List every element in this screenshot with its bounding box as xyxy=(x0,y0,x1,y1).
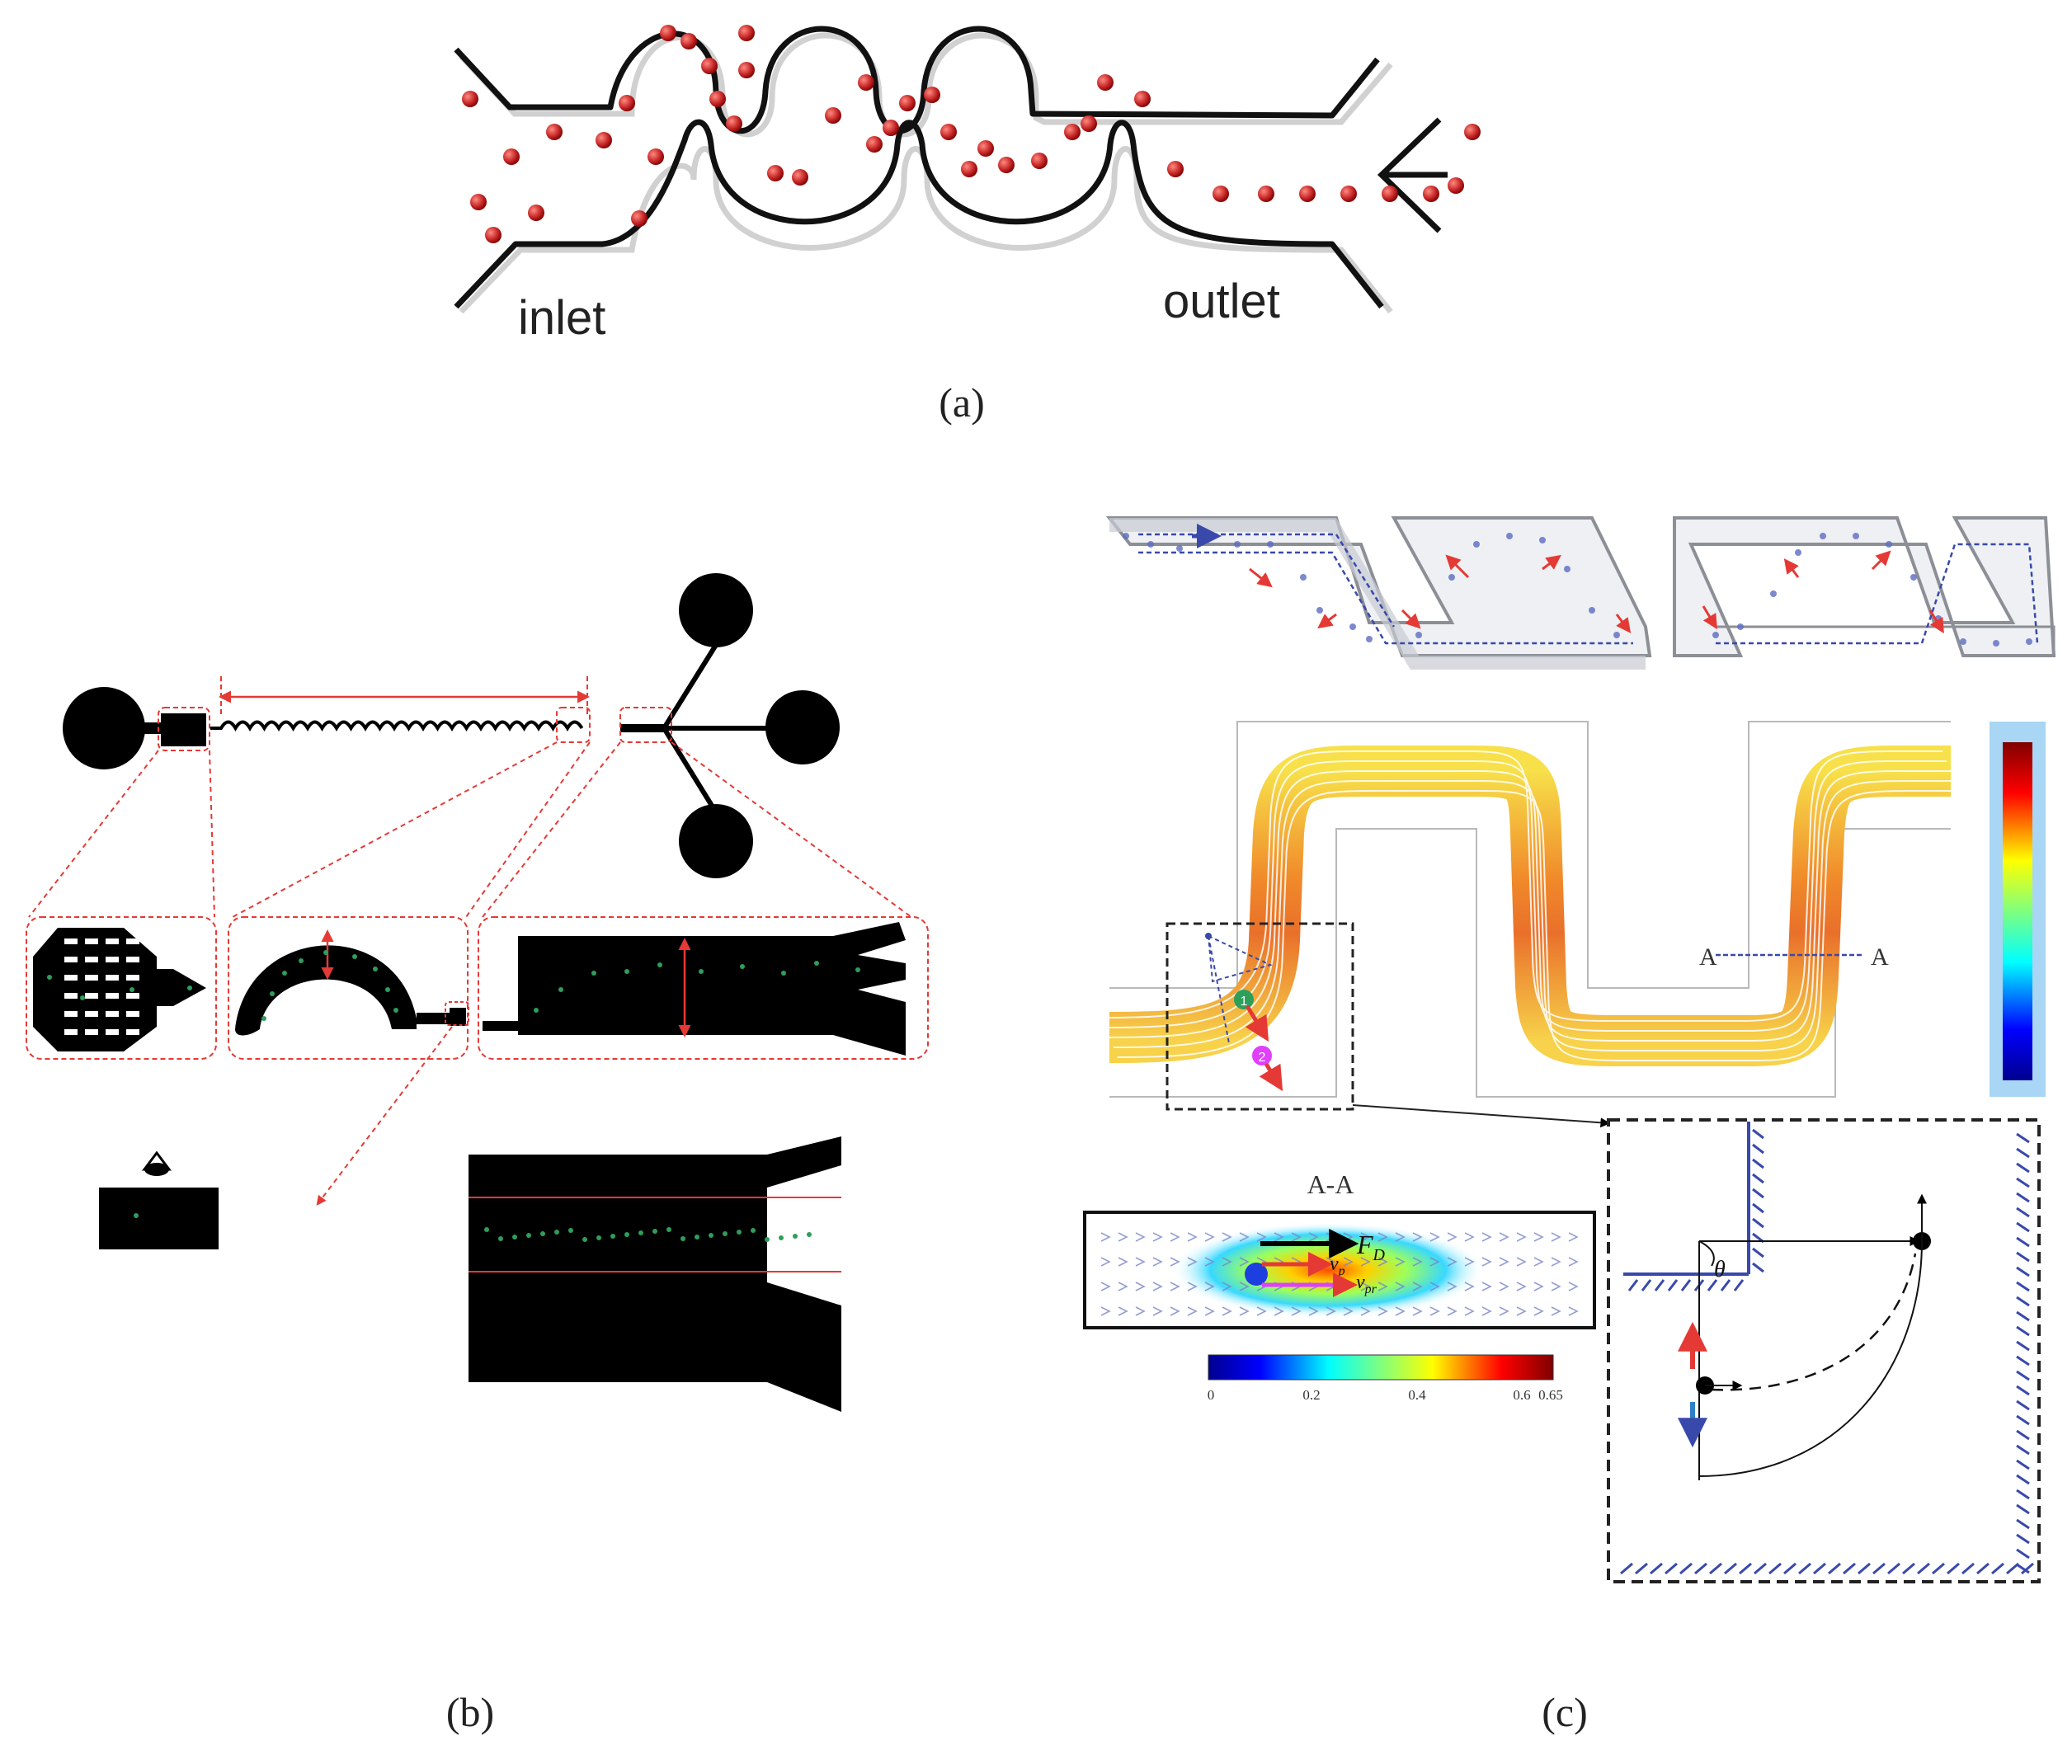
outlet-arrow-icon xyxy=(1377,117,1448,233)
outlet-reservoir-bottom xyxy=(679,804,753,878)
outlet-reservoir-middle xyxy=(765,690,840,764)
velocity-label-2: v xyxy=(1356,1272,1365,1293)
particle xyxy=(648,148,664,165)
serpentine-3d-model xyxy=(1105,516,2056,670)
particle-group xyxy=(462,25,1481,243)
angle-theta-label: θ xyxy=(1714,1257,1726,1282)
particle xyxy=(738,25,755,41)
particle xyxy=(485,227,502,243)
particle xyxy=(1299,186,1316,202)
caption-b: (b) xyxy=(446,1689,494,1735)
colorbar-tick-label: 0.6 xyxy=(1513,1387,1530,1403)
inlet-reservoir xyxy=(63,687,145,769)
particle xyxy=(825,107,841,124)
particle xyxy=(1258,186,1274,202)
drag-force-subscript: D xyxy=(1373,1246,1386,1264)
section-mark-left: A xyxy=(1699,943,1717,971)
particle xyxy=(701,58,718,74)
particle xyxy=(470,194,487,210)
panel-b-chip-diagram xyxy=(26,573,929,1412)
inlet-label: inlet xyxy=(518,291,605,345)
svg-text:vpr: vpr xyxy=(1356,1272,1377,1296)
particle-marker-1-label: 1 xyxy=(1241,995,1248,1009)
drag-force-label: F xyxy=(1356,1230,1373,1259)
particle xyxy=(528,205,544,221)
particle xyxy=(1097,74,1114,91)
particle xyxy=(1423,186,1439,202)
particle xyxy=(940,124,957,140)
observation-eye-icon xyxy=(142,1150,172,1176)
particle xyxy=(866,136,883,153)
velocity-label-2-subscript: pr xyxy=(1364,1282,1377,1296)
colorbar-tick-label: 0.65 xyxy=(1538,1387,1563,1403)
colorbar-tick-labels: 0 0.2 0.4 0.6 0.65 xyxy=(1208,1387,1563,1403)
colorbar-tick-label: 0.2 xyxy=(1302,1387,1320,1403)
particle xyxy=(660,25,676,41)
particle xyxy=(709,91,726,107)
velocity-label-1-subscript: p xyxy=(1338,1264,1345,1278)
particle xyxy=(1031,153,1048,169)
particle xyxy=(596,132,612,148)
svg-text:vp: vp xyxy=(1330,1254,1345,1278)
particle xyxy=(1448,177,1464,194)
particle-marker-2-label: 2 xyxy=(1259,1051,1266,1065)
particle xyxy=(738,62,755,78)
particle xyxy=(503,148,520,165)
particle xyxy=(1213,186,1229,202)
particle xyxy=(998,157,1015,173)
particle xyxy=(858,74,874,91)
particle xyxy=(767,165,784,181)
particle xyxy=(631,210,648,227)
particle xyxy=(726,115,742,132)
panel-a-serpentine-diagram: inlet outlet xyxy=(454,25,1481,345)
particle xyxy=(1064,124,1081,140)
section-colorbar xyxy=(1208,1354,1554,1381)
particle xyxy=(924,87,940,103)
particle xyxy=(883,120,899,136)
particle xyxy=(961,161,977,177)
particle xyxy=(462,91,478,107)
trajectory-detail: θ xyxy=(1607,1118,2041,1583)
particle xyxy=(1464,124,1481,140)
detail-arc-box xyxy=(228,916,469,1060)
particle-marker-2 xyxy=(1252,1046,1272,1065)
particle xyxy=(977,140,994,157)
detail-outlet-box xyxy=(478,916,929,1060)
particle xyxy=(680,33,697,49)
caption-a: (a) xyxy=(939,379,985,426)
particle xyxy=(792,169,808,186)
particle xyxy=(546,124,563,140)
colorbar-tick-label: 0 xyxy=(1208,1387,1215,1403)
velocity-label-1: v xyxy=(1330,1254,1339,1275)
outlet-label: outlet xyxy=(1163,275,1280,328)
channel-upper-wall xyxy=(454,26,1380,134)
svg-text:FD: FD xyxy=(1356,1230,1386,1264)
particle xyxy=(619,95,635,111)
particle xyxy=(1167,161,1184,177)
panel-c-serpentine-model: A A 1 2 A-A FD vp xyxy=(1083,516,2056,1583)
channel-lower-wall xyxy=(454,119,1384,309)
particle-marker-1 xyxy=(1234,990,1254,1009)
section-title: A-A xyxy=(1307,1169,1354,1199)
colorbar-tick-label: 0.4 xyxy=(1408,1387,1426,1403)
caption-c: (c) xyxy=(1542,1689,1588,1735)
particle xyxy=(899,95,916,111)
particle-in-section xyxy=(1245,1263,1268,1286)
serpentine-channel xyxy=(210,720,584,731)
detail-filter-box xyxy=(26,916,217,1060)
section-mark-right: A xyxy=(1871,943,1889,971)
particle xyxy=(1340,186,1357,202)
particle xyxy=(1081,115,1097,132)
outlet-reservoir-top xyxy=(679,573,753,647)
particle xyxy=(1134,91,1151,107)
velocity-simulation-plot: A A 1 2 xyxy=(1101,721,2046,1128)
particle xyxy=(1382,186,1398,202)
